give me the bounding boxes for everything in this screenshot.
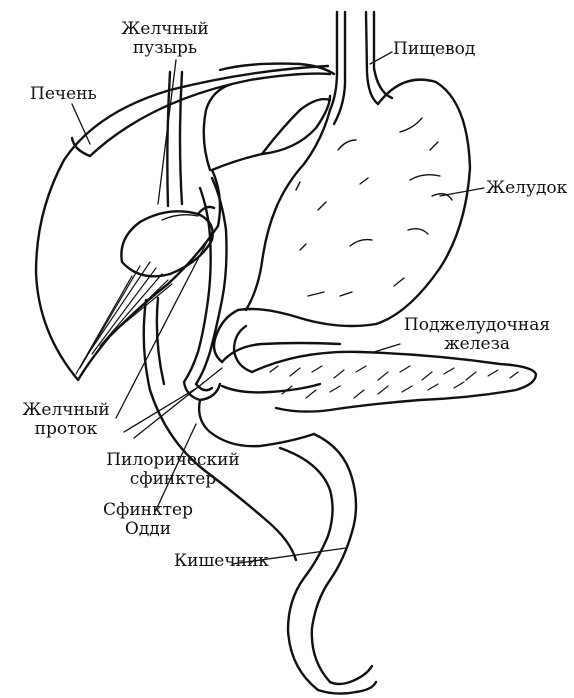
bile-duct-label-line1: Желчный — [16, 401, 116, 420]
pancreas-label-line2: железа — [392, 335, 562, 354]
duodenum-shape — [184, 310, 320, 446]
gallbladder-label-line1: Желчный — [110, 20, 220, 39]
pyloric-sphincter-label-line1: Пилорический — [87, 451, 259, 470]
bile-duct-label-line2: проток — [16, 420, 116, 439]
stomach-shape — [238, 80, 470, 326]
intestine-label: Кишечник — [174, 552, 269, 571]
pyloric-sphincter-label-line2: сфинктер — [87, 470, 259, 489]
sphincter-of-oddi-label-line2: Одди — [88, 520, 208, 539]
pyloric-sphincter-label: Пилорический сфинктер — [87, 451, 259, 489]
gallbladder-label-line2: пузырь — [110, 39, 220, 58]
sphincter-of-oddi-label-line1: Сфинктер — [88, 501, 208, 520]
bile-duct-label: Желчный проток — [16, 401, 116, 439]
esophagus-shape — [330, 12, 392, 124]
stomach-label: Желудок — [486, 179, 567, 198]
gallbladder-label: Желчный пузырь — [110, 20, 220, 58]
sphincter-of-oddi-label: Сфинктер Одди — [88, 501, 208, 539]
intestine-shape — [280, 434, 376, 694]
pancreas-label: Поджелудочная железа — [392, 316, 562, 354]
liver-label: Печень — [30, 85, 97, 104]
esophagus-label: Пищевод — [393, 40, 475, 59]
pancreas-label-line1: Поджелудочная — [392, 316, 562, 335]
liver-shape — [36, 64, 334, 380]
